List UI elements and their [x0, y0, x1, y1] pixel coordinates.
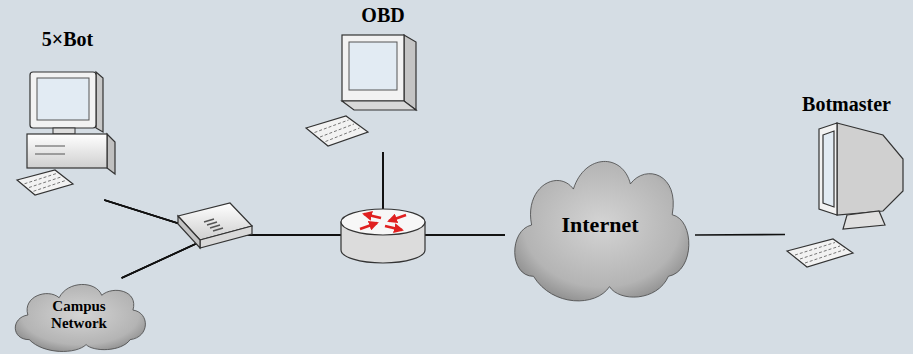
- keyboard-keys: [34, 181, 66, 192]
- keyboard-keys: [320, 124, 354, 137]
- cloud-node: Campus Network: [8, 278, 150, 352]
- computer-part: [843, 211, 885, 229]
- computer-part: [823, 131, 834, 207]
- cloud-outline: [15, 284, 145, 351]
- monitor-symbol: [30, 72, 96, 128]
- keyboard-keys: [25, 174, 57, 184]
- device-label: 5×Bot: [42, 28, 93, 51]
- computer-node: OBD: [298, 4, 468, 152]
- computer-node: 5×Bot: [15, 28, 120, 200]
- network-link: [695, 234, 785, 236]
- monitor-symbol: [342, 35, 404, 101]
- screen: [349, 42, 397, 90]
- keyboard-symbol: [306, 116, 368, 146]
- keyboard-keys: [800, 246, 840, 259]
- computer-icon: [298, 30, 468, 152]
- keyboard-keys: [29, 177, 61, 188]
- keyboard-keys: [315, 120, 349, 133]
- computer-part: [342, 101, 416, 110]
- cloud-node: Internet: [505, 148, 695, 302]
- keyboard-symbol: [17, 170, 73, 195]
- computer-part: [837, 123, 903, 215]
- device-label: OBD: [361, 4, 404, 27]
- computer-part: [404, 35, 416, 110]
- computer-icon: [15, 54, 120, 199]
- switch-symbol: [178, 203, 252, 248]
- drive-slot: [35, 154, 65, 155]
- monitor-neck: [53, 128, 75, 134]
- cloud-label: Internet: [562, 212, 639, 237]
- network-link: [122, 235, 505, 278]
- drive-slot: [35, 146, 65, 147]
- cloud-outline: [515, 161, 689, 300]
- router-symbol: [341, 209, 425, 263]
- computer-part: [819, 123, 837, 215]
- device-label: Botmaster: [802, 93, 891, 116]
- system-unit: [27, 134, 107, 168]
- keyboard-keys: [326, 128, 360, 142]
- cloud-label: Campus Network: [39, 298, 119, 333]
- computer-node: Botmaster: [785, 93, 908, 280]
- computer-part: [107, 134, 115, 174]
- keyboard-keys: [795, 243, 835, 256]
- keyboard-keys: [805, 250, 845, 264]
- computer-icon: [785, 119, 908, 279]
- keyboard-symbol: [787, 239, 853, 267]
- network-link: [104, 200, 505, 235]
- computer-part: [96, 72, 103, 132]
- screen: [37, 78, 89, 120]
